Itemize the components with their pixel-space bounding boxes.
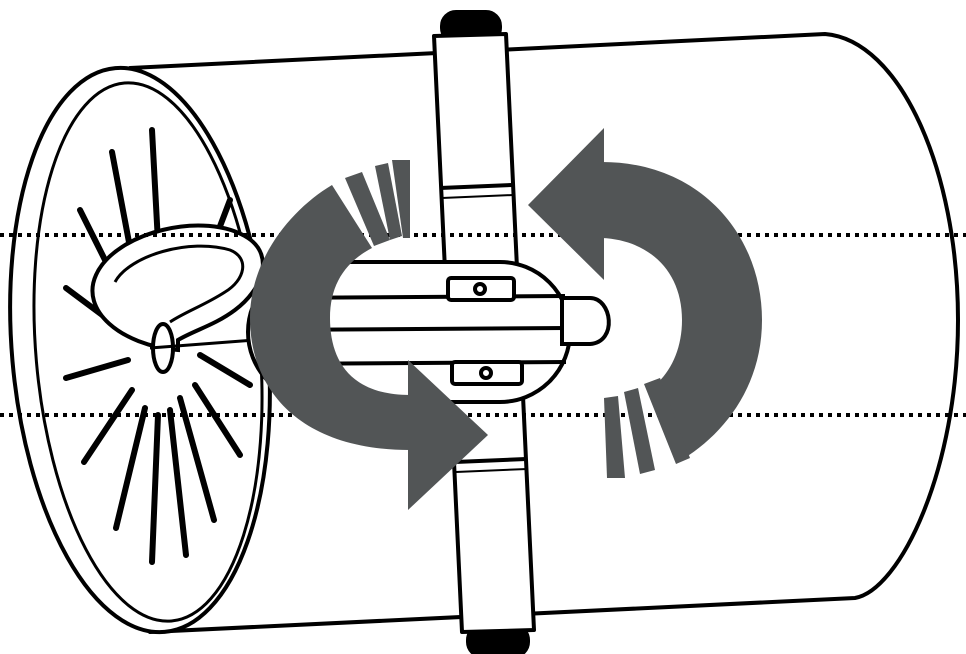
left-arrow-tail-1 — [345, 172, 390, 246]
rotate-clockwise-arrow-icon — [250, 160, 488, 510]
hub-loop — [90, 223, 265, 353]
fan-hub — [90, 223, 265, 374]
left-arrow-band — [250, 185, 410, 450]
right-arrow-band — [602, 162, 762, 462]
capsule-nose — [560, 296, 611, 346]
rotate-counterclockwise-arrow-icon — [528, 128, 762, 478]
right-arrow-tail-3 — [644, 378, 690, 464]
left-arrow-tail-2 — [375, 163, 402, 240]
left-arrow-head — [408, 360, 488, 510]
right-arrow-tail-1 — [604, 396, 625, 478]
right-arrow-tail-2 — [624, 388, 655, 474]
axis-guides — [0, 233, 966, 417]
left-arrow-tail-3 — [392, 160, 410, 238]
right-arrow-head — [528, 128, 604, 280]
